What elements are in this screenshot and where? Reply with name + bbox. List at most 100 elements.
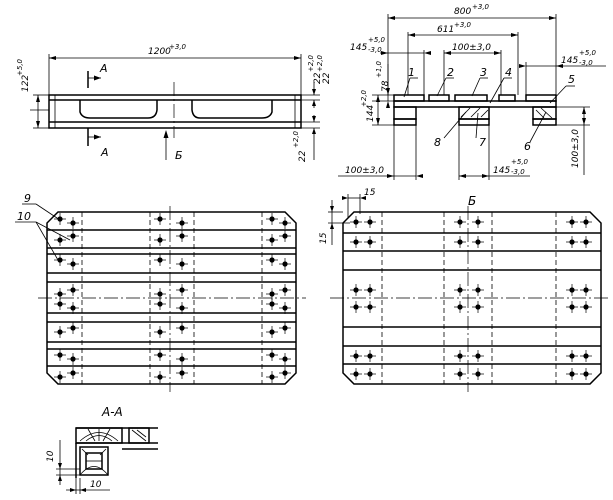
nail-icon	[265, 370, 279, 384]
nail-icon	[363, 349, 377, 363]
nail-icon	[471, 349, 485, 363]
callout-8: 8	[434, 136, 441, 149]
dim-height-left-tol: +5,0	[16, 58, 24, 76]
dim-nail-offset-b: 15	[319, 232, 329, 244]
nail-icon	[153, 325, 167, 339]
side-view	[30, 82, 302, 138]
dim-width-total-tol: +3,0	[472, 3, 490, 11]
dim-block-right-value: 145	[561, 56, 578, 66]
section-dim-vertical: 10	[46, 450, 56, 462]
nail-icon	[579, 235, 593, 249]
callout-1: 1	[408, 66, 415, 79]
dim-right-vertical-value: 100±3,0	[571, 129, 581, 168]
callout-7: 7	[479, 136, 486, 149]
nail-icon	[66, 352, 80, 366]
nail-icon	[349, 283, 363, 297]
nail-icon	[153, 233, 167, 247]
nail-icon	[66, 321, 80, 335]
callout-2: 2	[447, 66, 454, 79]
nail-icon	[471, 300, 485, 314]
nail-icon	[265, 253, 279, 267]
nail-icon	[471, 367, 485, 381]
nail-icon	[175, 366, 189, 380]
callout-10: 10	[17, 210, 31, 223]
nail-icon	[278, 352, 292, 366]
dim-nail-offset-a: 15	[364, 188, 376, 198]
nail-icon	[153, 297, 167, 311]
nail-icon	[349, 349, 363, 363]
nail-icon	[453, 349, 467, 363]
top-view	[38, 206, 306, 392]
nail-icon	[453, 215, 467, 229]
nail-icon	[453, 300, 467, 314]
callout-6: 6	[524, 140, 531, 153]
bottom-view: Б 15 15	[319, 188, 608, 392]
dim-block-mid-tolup: +5,0	[511, 158, 529, 166]
nail-icon	[363, 235, 377, 249]
nail-icon	[53, 325, 67, 339]
nail-icon	[579, 215, 593, 229]
nail-icon	[565, 283, 579, 297]
section-title: А-А	[101, 405, 123, 419]
nail-icon	[66, 283, 80, 297]
arrow-a-bottom: А	[100, 146, 109, 159]
nail-icon	[565, 349, 579, 363]
nail-icon	[265, 233, 279, 247]
nail-icon	[66, 257, 80, 271]
nail-icon	[278, 321, 292, 335]
arrow-a-top: А	[99, 62, 108, 75]
nail-icon	[153, 253, 167, 267]
dim-block-right-toldn: -3,0	[579, 59, 593, 67]
callout-3: 3	[480, 66, 487, 79]
dim-width-total-value: 800	[454, 7, 471, 17]
nail-icon	[349, 367, 363, 381]
nail-icon	[66, 301, 80, 315]
nail-icon	[579, 300, 593, 314]
nail-icon	[53, 297, 67, 311]
dim-block-left-tolup: +5,0	[368, 36, 386, 44]
nail-icon	[579, 283, 593, 297]
nail-icon	[278, 216, 292, 230]
dim-block-right-tolup: +5,0	[579, 49, 597, 57]
nail-icon	[53, 348, 67, 362]
dim-height-left: 122 +5,0	[16, 58, 49, 129]
dim-height-left-value: 122	[21, 75, 31, 92]
callout-9: 9	[24, 192, 31, 205]
nail-icon	[363, 300, 377, 314]
nail-icon	[453, 367, 467, 381]
nail-icon	[175, 257, 189, 271]
nail-icon	[175, 352, 189, 366]
callout-5: 5	[568, 73, 575, 86]
nail-icon	[265, 348, 279, 362]
arrow-b: Б	[175, 149, 183, 162]
nail-icon	[453, 235, 467, 249]
dim-h78-tol: +1,0	[375, 60, 383, 78]
nail-icon	[175, 216, 189, 230]
dim-h78-value: 78	[381, 80, 391, 92]
dim-bottom-board-tol: +2,0	[292, 130, 300, 148]
nail-icon	[349, 215, 363, 229]
section-arrows: А А Б	[87, 62, 183, 162]
nail-icon	[565, 300, 579, 314]
nail-icon	[278, 229, 292, 243]
nail-icon	[565, 235, 579, 249]
dim-right-a-tol: +2,0	[307, 54, 315, 72]
section-dim-horizontal: 10	[90, 480, 102, 490]
nail-icon	[153, 370, 167, 384]
nail-icon	[66, 216, 80, 230]
nail-icon	[349, 235, 363, 249]
view-b-title: Б	[468, 194, 476, 208]
nail-icon	[471, 235, 485, 249]
dim-center-block-value: 100±3,0	[452, 43, 491, 53]
nail-icon	[349, 300, 363, 314]
nail-icon	[453, 283, 467, 297]
callout-4: 4	[505, 66, 512, 79]
dim-h144-tol: +2,0	[360, 89, 368, 107]
nail-icon	[278, 283, 292, 297]
dim-611-tol: +3,0	[454, 21, 472, 29]
nail-icon	[53, 233, 67, 247]
nail-icon	[153, 348, 167, 362]
nail-icon	[363, 283, 377, 297]
dim-bottom-board-value: 22	[298, 150, 308, 162]
